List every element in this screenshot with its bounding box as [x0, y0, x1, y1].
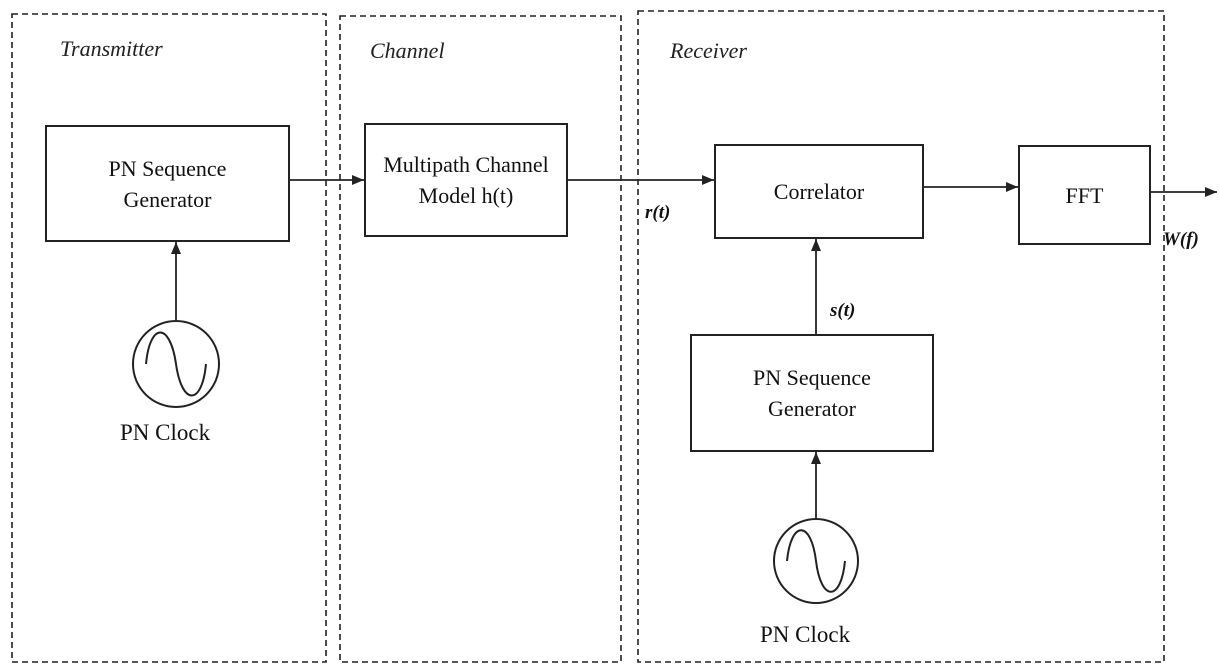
reference-signal-label: s(t)	[830, 300, 856, 321]
rx-pn-clock-label: PN Clock	[760, 622, 851, 647]
tx-oscillator-icon	[132, 320, 220, 408]
receiver-section-label: Receiver	[670, 38, 747, 63]
channel-frame	[339, 15, 622, 663]
transmitter-frame	[11, 13, 327, 663]
receiver-frame	[637, 10, 1165, 663]
rx-pn-sequence-generator-block: PN Sequence Generator	[690, 334, 934, 452]
rx-pn-sequence-generator-label: PN Sequence Generator	[753, 365, 871, 421]
multipath-channel-model-label: Multipath Channel Model h(t)	[383, 152, 549, 208]
output-spectrum-label: W(f)	[1163, 229, 1199, 250]
rx-oscillator-icon	[773, 518, 859, 604]
correlator-block: Correlator	[714, 144, 924, 239]
tx-pn-sequence-generator-label: PN Sequence Generator	[108, 155, 227, 212]
channel-section-label: Channel	[370, 38, 445, 63]
fft-label: FFT	[1065, 182, 1104, 208]
tx-pn-sequence-generator-block: PN Sequence Generator	[45, 125, 290, 242]
correlator-label: Correlator	[773, 179, 865, 204]
multipath-channel-model-block: Multipath Channel Model h(t)	[364, 123, 568, 237]
tx-pn-clock-label: PN Clock	[120, 420, 211, 445]
transmitter-section-label: Transmitter	[60, 36, 163, 61]
fft-block: FFT	[1018, 145, 1151, 245]
received-signal-label: r(t)	[645, 202, 671, 223]
